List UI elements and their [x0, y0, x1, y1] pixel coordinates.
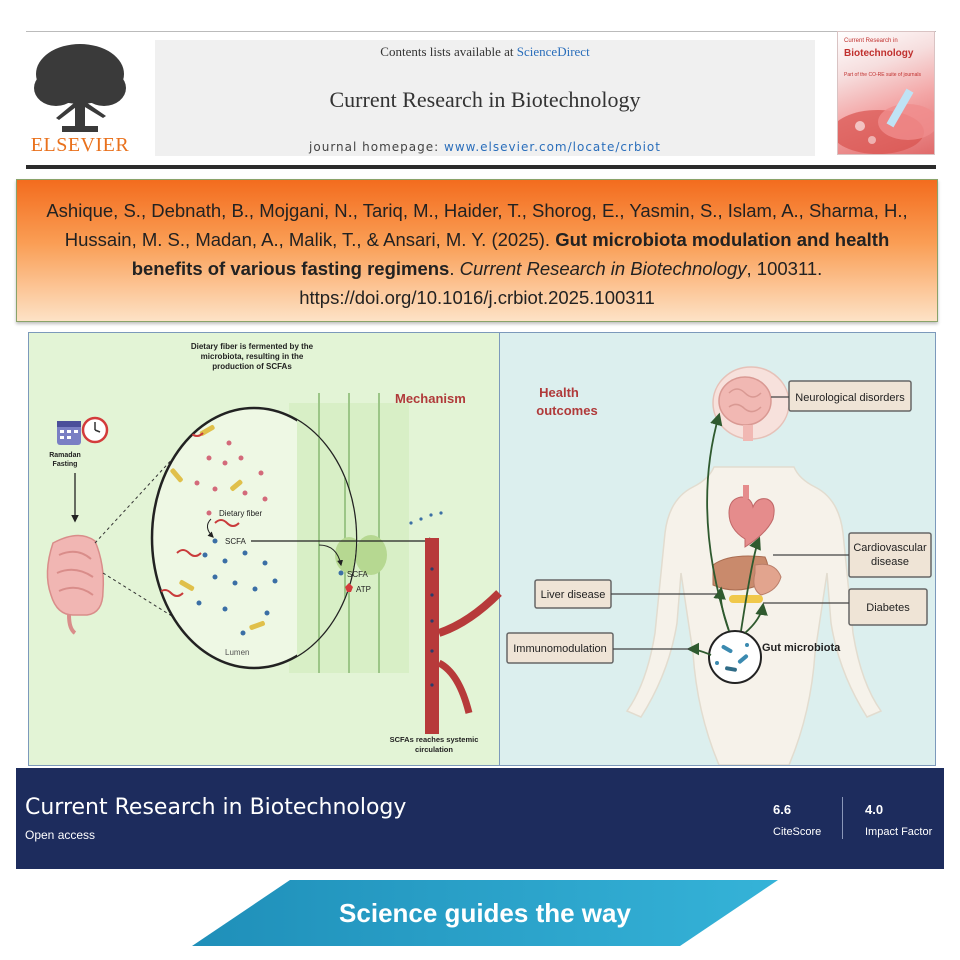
citescore-value: 6.6 — [773, 802, 792, 817]
citation-journal: Current Research in Biotechnology — [459, 258, 747, 279]
scfa-cell-dot — [338, 570, 344, 576]
slogan-text: Science guides the way — [339, 898, 631, 928]
cardio-box: Cardiovascular disease — [848, 532, 932, 578]
immuno-label: Immunomodulation — [513, 643, 607, 655]
elsevier-tree-logo — [34, 44, 126, 132]
atp-label: ATP — [356, 585, 371, 594]
intestine-icon — [46, 534, 105, 635]
immuno-box: Immunomodulation — [506, 632, 614, 664]
health-title-2: outcomes — [536, 403, 597, 418]
homepage-line: journal homepage: www.elsevier.com/locat… — [309, 140, 661, 154]
cover-image — [838, 88, 934, 154]
mechanism-title: Mechanism — [395, 391, 466, 406]
neuro-box: Neurological disorders — [788, 380, 912, 412]
header-top-rule — [26, 31, 936, 32]
lumen-label: Lumen — [225, 648, 249, 657]
contents-line: Contents lists available at ScienceDirec… — [380, 44, 590, 59]
cardio-label-1: Cardiovascular — [853, 542, 927, 554]
zoom-line-bottom — [102, 572, 200, 634]
gut-microbiota-icon — [708, 630, 762, 684]
journal-banner: Contents lists available at ScienceDirec… — [155, 40, 815, 156]
brain-icon — [712, 366, 790, 441]
journal-info-bar: Current Research in Biotechnology Open a… — [16, 768, 944, 869]
impact-factor-label: Impact Factor — [865, 826, 933, 838]
open-access-label: Open access — [25, 828, 96, 842]
systemic-label-1: SCFAs reaches systemic — [390, 735, 479, 744]
journal-cover: Current Research in Biotechnology Part o… — [837, 31, 935, 155]
calendar-clock-icon — [57, 416, 109, 445]
scfa-cell-label: SCFA — [347, 570, 369, 579]
citation-box: Ashique, S., Debnath, B., Mojgani, N., T… — [16, 179, 938, 322]
fiber-caption-2: microbiota, resulting in the — [201, 352, 304, 361]
cell-nucleus — [355, 535, 387, 575]
zoom-line-top — [94, 442, 188, 544]
ramadan-label-1: Ramadan — [49, 452, 81, 459]
citation-title: Gut microbiota modulation and health ben… — [131, 229, 890, 279]
cover-subtitle: Part of the CO-RE suite of journals — [844, 72, 921, 78]
fiber-caption-1: Dietary fiber is fermented by the — [191, 342, 314, 351]
metric-divider — [842, 797, 843, 839]
impact-factor-metric: 4.0 Impact Factor — [865, 802, 932, 838]
dietary-fiber-label: Dietary fiber — [219, 509, 262, 518]
citescore-metric: 6.6 CiteScore — [773, 802, 821, 838]
atp-icon — [345, 583, 353, 592]
systemic-label-2: circulation — [415, 745, 453, 754]
scfa-dot — [212, 538, 218, 544]
dietary-fiber-dot — [206, 510, 212, 516]
ramadan-label-2: Fasting — [53, 461, 78, 468]
header-bottom-rule — [26, 165, 936, 169]
scfa-label: SCFA — [225, 537, 247, 546]
diabetes-box: Diabetes — [848, 588, 928, 626]
elsevier-wordmark: ELSEVIER — [30, 134, 130, 156]
liver-label: Liver disease — [541, 589, 606, 601]
sciencedirect-link[interactable]: ScienceDirect — [516, 44, 590, 59]
cover-title: Biotechnology — [844, 48, 914, 59]
journal-title: Current Research in Biotechnology — [329, 87, 641, 112]
cover-label: Current Research in — [844, 38, 898, 44]
cardio-label-2: disease — [871, 556, 909, 568]
heart-icon — [728, 485, 775, 548]
slogan-banner — [192, 880, 778, 946]
diabetes-label: Diabetes — [866, 602, 910, 614]
citation-doi[interactable]: , 100311. https://doi.org/10.1016/j.crbi… — [299, 258, 823, 308]
blood-vessel — [409, 511, 502, 734]
health-title-1: Health — [539, 385, 579, 400]
scfa-uptake-arrow — [318, 544, 343, 567]
neuro-label: Neurological disorders — [795, 392, 905, 404]
gut-microbiota-label: Gut microbiota — [762, 642, 841, 654]
citation-authors: Ashique, S., Debnath, B., Mojgani, N., T… — [46, 200, 908, 250]
impact-factor-value: 4.0 — [865, 802, 884, 817]
journal-homepage-link[interactable]: www.elsevier.com/locate/crbiot — [444, 140, 661, 154]
fiber-caption-3: production of SCFAs — [212, 362, 292, 371]
human-body-silhouette — [625, 466, 883, 765]
graphical-abstract: Dietary fiber is fermented by the microb… — [28, 332, 936, 766]
footer-journal-title: Current Research in Biotechnology — [25, 795, 407, 820]
citescore-label: CiteScore — [773, 826, 822, 838]
fermentation-arrow — [207, 518, 214, 538]
liver-box: Liver disease — [534, 579, 612, 609]
